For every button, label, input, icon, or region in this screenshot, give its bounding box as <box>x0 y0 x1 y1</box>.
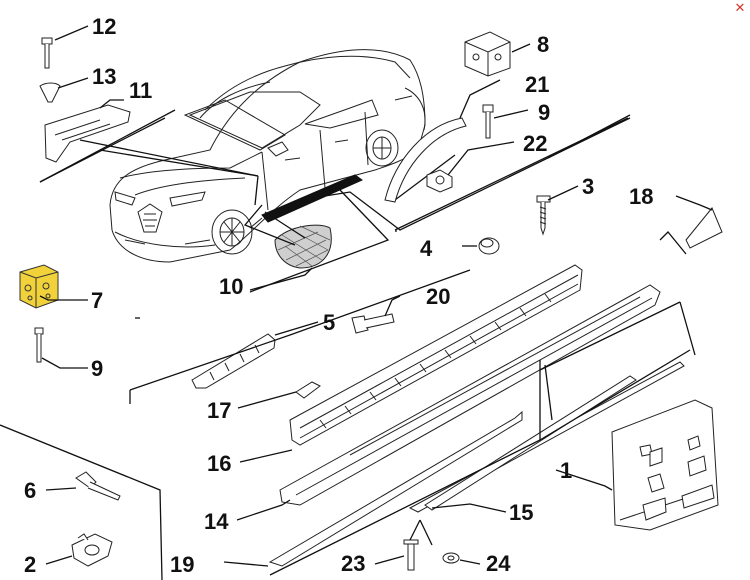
close-icon[interactable]: ✕ <box>734 0 746 15</box>
callout-23: 23 <box>341 551 365 576</box>
callout-15: 15 <box>509 500 533 525</box>
callout-19: 19 <box>170 552 194 577</box>
callout-1: 1 <box>560 458 572 483</box>
part-22-nut <box>426 169 453 193</box>
callout-24: 24 <box>486 551 511 576</box>
callout-8: 8 <box>537 32 549 57</box>
part-14-side-skirt <box>279 284 661 506</box>
assembly-frame-lines <box>0 114 696 580</box>
part-13-clip <box>39 82 61 103</box>
part-4-bushing <box>478 237 500 255</box>
part-21-arch-moulding <box>384 117 467 203</box>
part-20-bolt <box>351 313 395 334</box>
callout-22: 22 <box>523 131 547 156</box>
callout-3: 3 <box>582 174 594 199</box>
part-1-cover-panel <box>611 399 719 531</box>
part-18-flap <box>685 207 723 249</box>
callout-4: 4 <box>420 236 433 261</box>
part-15-strip <box>424 375 637 511</box>
part-24-washer <box>442 552 460 564</box>
part-16-rail <box>289 264 583 446</box>
part-11-bracket <box>44 104 131 163</box>
callout-labels: 12 13 11 8 21 9 22 3 18 4 7 9 10 20 5 17… <box>24 14 653 577</box>
part-17-clip <box>295 381 321 399</box>
callout-10: 10 <box>219 274 243 299</box>
car-leader-lines <box>39 109 631 293</box>
part-8-block <box>464 31 511 77</box>
callout-leaders <box>39 25 713 567</box>
callout-18: 18 <box>629 184 653 209</box>
car-illustration <box>109 49 426 269</box>
part-5-bracket <box>191 333 276 389</box>
part-23-stud <box>403 539 419 571</box>
callout-7: 7 <box>91 288 103 313</box>
callout-20: 20 <box>426 284 450 309</box>
callout-16: 16 <box>207 451 231 476</box>
part-9-screw-left <box>34 327 44 363</box>
part-6-rivet <box>75 471 121 501</box>
part-12-screw <box>41 37 53 69</box>
callout-21: 21 <box>525 72 549 97</box>
callout-17: 17 <box>207 398 231 423</box>
callout-2: 2 <box>24 552 36 577</box>
callout-9-right: 9 <box>538 100 550 125</box>
callout-12: 12 <box>92 14 116 39</box>
callout-9-left: 9 <box>91 356 103 381</box>
part-2-push-clip <box>71 533 113 567</box>
part-7-clip <box>19 264 59 309</box>
part-9-screw-right <box>482 104 494 139</box>
callout-13: 13 <box>92 64 116 89</box>
callout-5: 5 <box>323 310 335 335</box>
part-3-screw <box>536 195 551 236</box>
callout-11: 11 <box>129 78 152 103</box>
callout-6: 6 <box>24 478 36 503</box>
callout-14: 14 <box>204 509 229 534</box>
